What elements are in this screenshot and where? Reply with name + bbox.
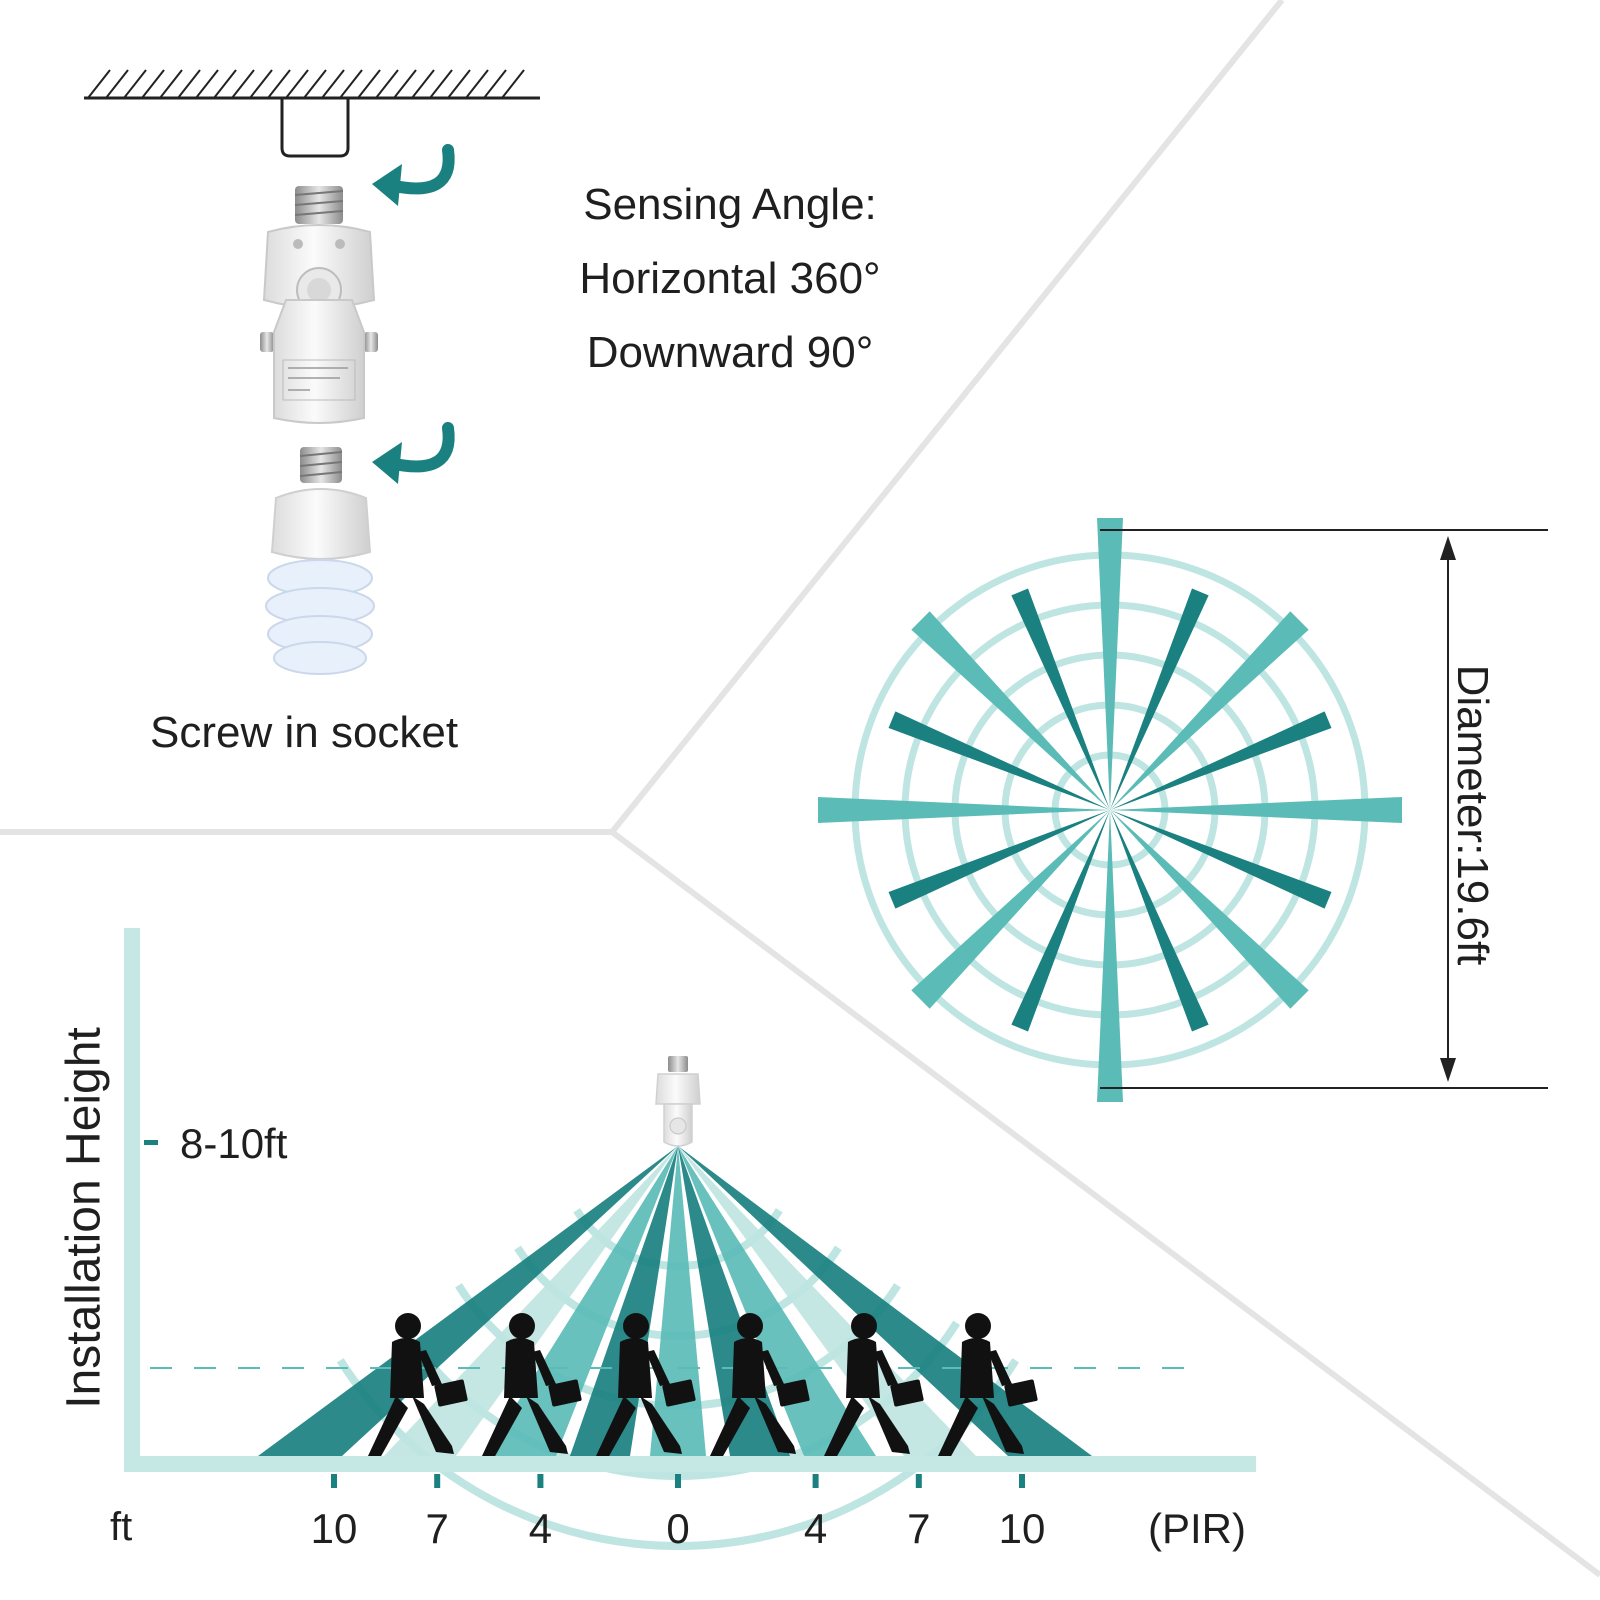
- x-axis-tick: [915, 1474, 922, 1488]
- x-axis-tick: [1019, 1474, 1025, 1488]
- x-axis-tick: [537, 1474, 544, 1488]
- x-axis-tick-label: 7: [425, 1505, 449, 1552]
- x-axis-tick: [434, 1474, 441, 1488]
- detection-beam: [1110, 810, 1332, 909]
- detection-range-side-view: [124, 928, 1256, 1550]
- detection-beams: [818, 518, 1402, 1102]
- x-axis-tick-label: 10: [998, 1505, 1046, 1552]
- sensor-type-label: (PIR): [1148, 1505, 1246, 1552]
- person-icon: [368, 1313, 468, 1458]
- detection-beam: [1110, 797, 1402, 823]
- side-beam: [570, 1146, 678, 1456]
- socket-sensor-icon: [260, 186, 378, 424]
- detection-beam: [1011, 588, 1110, 810]
- diameter-dimension: [1100, 529, 1548, 1089]
- side-beam: [678, 1146, 976, 1456]
- x-axis-tick: [675, 1474, 681, 1488]
- person-icon: [824, 1313, 924, 1458]
- walking-people: [368, 1313, 1038, 1458]
- person-icon: [596, 1313, 696, 1458]
- panel-divider: [610, 829, 1600, 1578]
- detection-beam: [1110, 810, 1209, 1032]
- detection-beam: [1110, 810, 1309, 1009]
- axes: [124, 928, 1256, 1488]
- x-axis-tick-label: 4: [528, 1505, 553, 1552]
- installation-illustration: [84, 69, 540, 675]
- side-beam: [258, 1146, 678, 1456]
- bulb-icon: [265, 447, 375, 675]
- person-icon: [938, 1313, 1038, 1458]
- person-icon: [482, 1313, 582, 1458]
- detection-beam: [818, 797, 1110, 823]
- detection-range-top-view: [818, 518, 1548, 1102]
- detection-beam: [1097, 518, 1123, 810]
- x-axis-tick-label: 4: [803, 1505, 828, 1552]
- horizontal-angle-text: Horizontal 360°: [579, 254, 881, 303]
- panel-divider: [609, 0, 1285, 834]
- x-axis-tick-label: 7: [907, 1505, 931, 1552]
- diameter-label: Diameter:19.6ft: [1448, 664, 1497, 966]
- detection-beam: [888, 810, 1110, 909]
- x-axis-tick: [331, 1474, 337, 1488]
- side-beam: [678, 1146, 876, 1456]
- detection-beam: [911, 611, 1110, 810]
- distance-unit-label: ft: [110, 1505, 133, 1549]
- detection-beam: [1110, 588, 1209, 810]
- ceiling-mount-icon: [84, 69, 540, 158]
- x-axis-tick: [812, 1474, 819, 1488]
- side-beam: [384, 1146, 678, 1456]
- detection-beam: [911, 810, 1110, 1009]
- person-icon: [710, 1313, 810, 1458]
- install-caption: Screw in socket: [150, 708, 459, 757]
- detection-beam: [888, 711, 1110, 810]
- detection-beam: [1011, 810, 1110, 1032]
- detection-beam: [1110, 711, 1332, 810]
- curved-arrow-icon: [372, 422, 455, 484]
- detection-beam: [1097, 810, 1123, 1102]
- installation-height-axis-label: Installation Height: [57, 1027, 111, 1409]
- detection-beam: [1110, 611, 1309, 810]
- curved-arrow-icon: [372, 144, 455, 206]
- ceiling-sensor-icon: [655, 1056, 701, 1147]
- sensing-angle-heading: Sensing Angle:: [583, 180, 877, 229]
- downward-angle-text: Downward 90°: [586, 328, 874, 377]
- x-axis-tick-label: 0: [666, 1505, 690, 1552]
- x-axis-tick-label: 10: [310, 1505, 358, 1552]
- installation-height-value: 8-10ft: [180, 1120, 288, 1167]
